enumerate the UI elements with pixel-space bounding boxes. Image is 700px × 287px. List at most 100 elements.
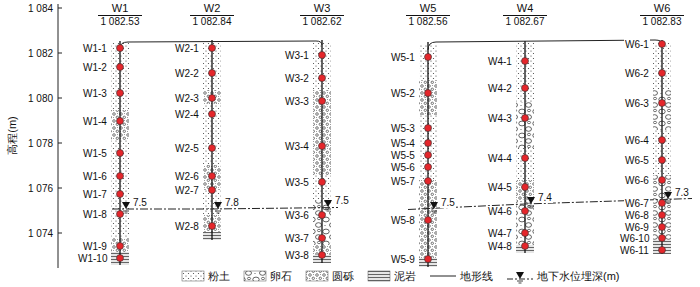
sample-dot [319, 98, 326, 105]
sample-dot [659, 137, 666, 144]
sample-dot [522, 58, 529, 65]
ground-elevation: 1 082.84 [190, 16, 235, 28]
ground-elevation: 1 082.67 [503, 16, 548, 28]
tick-label: 1 082 [27, 48, 54, 59]
axis-tick [58, 233, 62, 234]
sample-id: W2-1 [174, 43, 200, 54]
sample-dot [659, 212, 666, 219]
sample-id: W5-7 [390, 176, 416, 187]
sample-id: W6-9 [624, 222, 650, 233]
sample-points [117, 41, 666, 263]
water-level-symbol [519, 283, 522, 284]
sample-id: W6-6 [624, 175, 650, 186]
sample-dot [659, 157, 666, 164]
ground-elevation: 1 082.62 [300, 16, 345, 28]
sample-dot [425, 54, 432, 61]
sample-dot [319, 75, 326, 82]
legend-swatch [182, 271, 204, 281]
water-level-symbol [431, 211, 437, 212]
ground-line [120, 41, 322, 48]
axis-line [58, 4, 59, 268]
borehole-header: W41 082.67 [503, 2, 548, 28]
sample-dot [522, 230, 529, 237]
water-level-symbol [527, 197, 535, 204]
borehole-id: W4 [503, 2, 548, 16]
borehole-header: W61 082.83 [640, 2, 685, 28]
sample-id: W5-9 [390, 254, 416, 265]
tick-label: 1 080 [27, 93, 54, 104]
sample-dot [659, 224, 666, 231]
elevation-axis [58, 4, 62, 268]
water-level-symbol [517, 281, 523, 282]
sample-dot [209, 173, 216, 180]
borehole-line [321, 40, 322, 263]
legend-text: 地形线 [460, 270, 493, 283]
sample-dot [117, 243, 124, 250]
water-level-symbol [665, 201, 671, 202]
water-level-symbol [516, 272, 524, 279]
sample-id: W3-7 [284, 233, 310, 244]
water-depth: 7.8 [224, 197, 240, 208]
sample-id: W4-1 [487, 56, 513, 67]
sample-id: W1-9 [82, 241, 108, 252]
sample-id: W3-4 [284, 141, 310, 152]
borehole-header: W11 082.53 [98, 2, 143, 28]
legend-swatch [244, 271, 266, 281]
sample-dot [209, 111, 216, 118]
sample-dot [425, 164, 432, 171]
sample-dot [522, 184, 529, 191]
sample-dot [659, 100, 666, 107]
sample-id: W3-6 [284, 210, 310, 221]
borehole-header: W51 082.56 [406, 2, 451, 28]
sample-dot [522, 85, 529, 92]
legend-swatch [368, 271, 390, 281]
sample-id: W3-2 [284, 73, 310, 84]
sample-id: W3-8 [284, 250, 310, 261]
sample-id: W4-4 [487, 153, 513, 164]
sample-dot [117, 64, 124, 71]
sample-dot [425, 256, 432, 263]
sample-id: W2-3 [174, 93, 200, 104]
sample-id: W6-10 [619, 233, 650, 244]
sample-id: W6-5 [624, 155, 650, 166]
borehole-line [524, 41, 525, 253]
sample-id: W4-6 [487, 206, 513, 217]
sample-id: W6-7 [624, 198, 650, 209]
water-level-symbol [327, 211, 330, 212]
water-level-symbol [530, 208, 533, 209]
sample-dot [425, 152, 432, 159]
water-level-symbol [123, 211, 129, 212]
sample-dot [659, 247, 666, 254]
sample-id: W5-3 [390, 123, 416, 134]
legend-swatch [306, 271, 328, 281]
sample-dot [319, 52, 326, 59]
sample-dot [117, 211, 124, 218]
sample-dot [319, 252, 326, 259]
borehole-id: W5 [406, 2, 451, 16]
sample-dot [117, 90, 124, 97]
sample-dot [659, 235, 666, 242]
sample-id: W6-4 [624, 135, 650, 146]
water-level-symbol [433, 213, 436, 214]
borehole-header: W21 082.84 [190, 2, 235, 28]
sample-dot [522, 115, 529, 122]
water-level-symbol [217, 213, 220, 214]
legend-swatch [430, 276, 456, 277]
axis-title: 高程(m) [5, 115, 18, 156]
sample-id: W5-2 [390, 88, 416, 99]
sample-dot [209, 187, 216, 194]
legend-text: 泥岩 [394, 270, 416, 283]
tick-label: 1 076 [27, 183, 54, 194]
sample-id: W2-4 [174, 109, 200, 120]
sample-dot [209, 45, 216, 52]
water-level-symbol [664, 192, 672, 199]
sample-dot [425, 217, 432, 224]
legend-text: 地下水位埋深(m) [537, 270, 620, 283]
sample-id: W2-6 [174, 171, 200, 182]
tick-label: 1 074 [27, 228, 54, 239]
water-level-symbol [214, 202, 222, 209]
sample-dot [522, 208, 529, 215]
sample-id: W5-4 [390, 138, 416, 149]
water-level-symbol [430, 202, 438, 209]
borehole-id: W3 [300, 2, 345, 16]
